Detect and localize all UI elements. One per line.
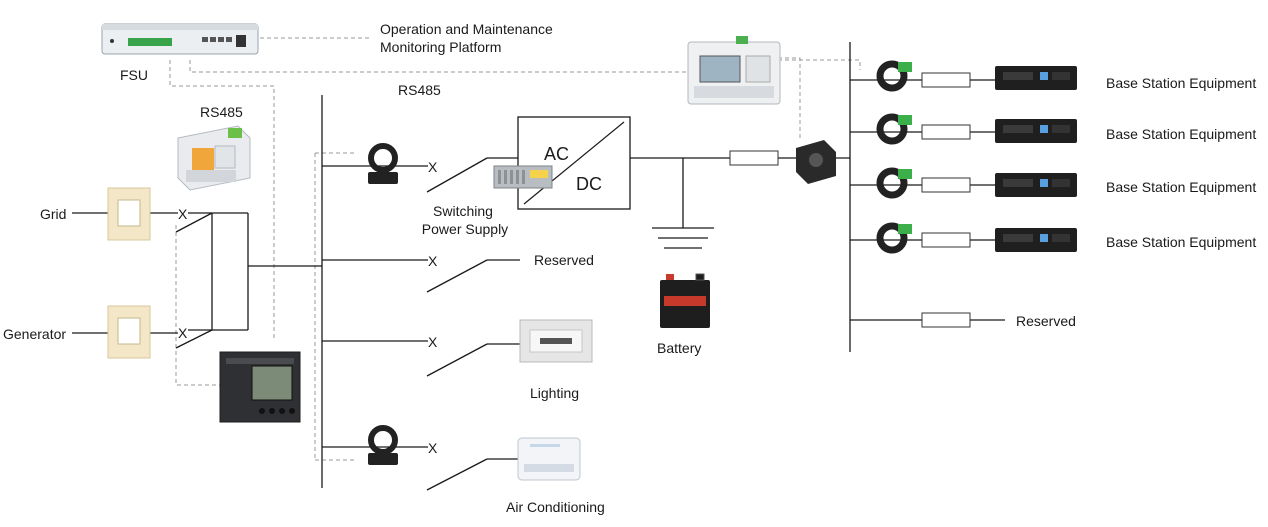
acdc-converter [517, 116, 631, 210]
base-station-unit-4 [995, 228, 1077, 252]
breaker-mark-generator: X [178, 325, 188, 341]
branch-ct-4 [876, 222, 912, 254]
lighting-fixture [519, 319, 593, 363]
base-station-unit-2 [995, 119, 1077, 143]
reserved-right-label: Reserved [1016, 313, 1076, 329]
feeder-ct-top [368, 143, 398, 184]
communication-lines [169, 37, 861, 461]
platform-label-line1: Operation and Maintenance [380, 21, 553, 37]
base-station-label-4: Base Station Equipment [1106, 234, 1257, 250]
base-station-unit-3 [995, 173, 1077, 197]
power-meter [219, 351, 301, 423]
battery-unit [660, 273, 710, 328]
dc-label: DC [576, 174, 602, 194]
feeder-ct-bottom [368, 425, 398, 465]
ac-label: AC [544, 144, 570, 164]
dc-hall-sensor [796, 140, 836, 184]
breaker-mark-ac: X [428, 440, 438, 456]
generator-label: Generator [3, 326, 67, 342]
lighting-label: Lighting [530, 385, 580, 401]
base-station-label-1: Base Station Equipment [1106, 75, 1257, 91]
base-station-label-2: Base Station Equipment [1106, 126, 1257, 142]
fsu-device [101, 23, 259, 55]
breaker-mark-grid: X [178, 206, 188, 222]
breaker-mark-lighting: X [428, 334, 438, 350]
rs485-breaker-module [177, 125, 251, 191]
fsu-label: FSU [120, 67, 148, 83]
branch-ct-3 [876, 167, 912, 199]
switching-label-line2: Power Supply [421, 221, 509, 237]
rs485-top-label: RS485 [398, 82, 441, 98]
breaker-mark-switching: X [428, 159, 438, 175]
switching-label-line1: Switching [433, 203, 493, 219]
reserved-mid-label: Reserved [534, 252, 594, 268]
breaker-mark-reserved: X [428, 253, 438, 269]
grid-current-transformer [107, 187, 151, 241]
air-conditioner [517, 437, 581, 481]
grid-label: Grid [40, 206, 67, 222]
platform-label-line2: Monitoring Platform [380, 39, 502, 55]
base-station-label-3: Base Station Equipment [1106, 179, 1257, 195]
battery-label: Battery [657, 340, 702, 356]
generator-current-transformer [107, 305, 151, 359]
branch-ct-1 [876, 60, 912, 92]
fuses [729, 72, 971, 328]
branch-ct-2 [876, 113, 912, 145]
dc-energy-meter [687, 36, 781, 105]
base-station-unit-1 [995, 66, 1077, 90]
rs485-left-label: RS485 [200, 104, 243, 120]
power-lines [72, 42, 1005, 491]
air-conditioning-label: Air Conditioning [506, 499, 605, 515]
switching-power-supply [493, 165, 553, 189]
